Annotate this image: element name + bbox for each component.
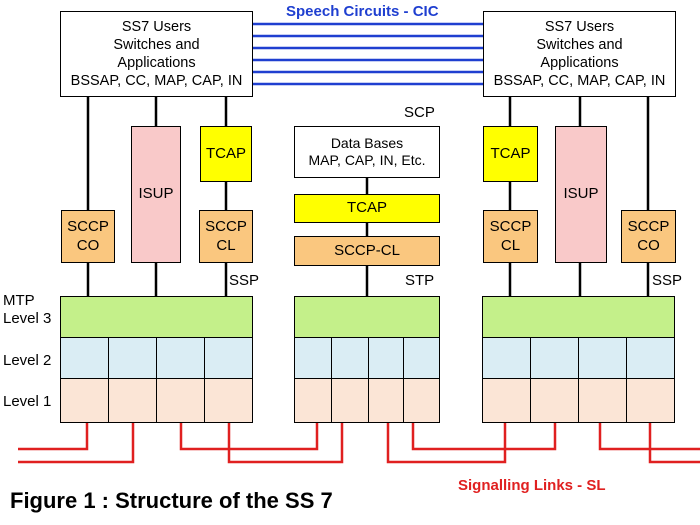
left-sccp-cl-box: SCCP CL — [199, 210, 253, 263]
level2-label: Level 2 — [3, 352, 52, 369]
vertical-connectors — [86, 97, 650, 296]
right-mtp-level2-cell — [482, 337, 532, 380]
center-sccp-cl-box: SCCP-CL — [294, 236, 440, 266]
center-mtp-level2-cell — [331, 337, 370, 380]
speech-circuit-lines — [252, 22, 483, 86]
center-tcap-box: TCAP — [294, 194, 440, 223]
left-mtp-level1-cell — [108, 378, 158, 423]
left-ss7-users-box: SS7 Users Switches and Applications BSSA… — [60, 11, 253, 97]
left-mtp-level1-cell — [204, 378, 253, 423]
right-mtp-level1-cell — [530, 378, 580, 423]
right-sccp-co-box: SCCP CO — [621, 210, 676, 263]
left-mtp-level3 — [60, 296, 253, 339]
right-sccp-cl-box: SCCP CL — [483, 210, 538, 263]
left-mtp-level1-cell — [60, 378, 110, 423]
right-ss7-users-box: SS7 Users Switches and Applications BSSA… — [483, 11, 676, 97]
right-ssp-label: SSP — [652, 272, 683, 289]
scp-label: SCP — [404, 104, 435, 121]
left-mtp-level2-cell — [108, 337, 158, 380]
left-mtp-level2-cell — [60, 337, 110, 380]
level1-label: Level 1 — [3, 393, 52, 410]
center-mtp-level1-cell — [403, 378, 440, 423]
databases-box: Data Bases MAP, CAP, IN, Etc. — [294, 126, 440, 178]
center-mtp-level2-cell — [403, 337, 440, 380]
left-tcap-box: TCAP — [200, 126, 252, 182]
right-mtp-level1-cell — [578, 378, 628, 423]
center-mtp-level1-cell — [331, 378, 370, 423]
right-mtp-level2-cell — [626, 337, 675, 380]
center-mtp-level2-cell — [368, 337, 405, 380]
right-mtp-level2-cell — [578, 337, 628, 380]
left-isup-box: ISUP — [131, 126, 181, 263]
right-mtp-level2-cell — [530, 337, 580, 380]
left-sccp-co-box: SCCP CO — [61, 210, 115, 263]
center-mtp-level1-cell — [294, 378, 333, 423]
right-mtp-level1-cell — [626, 378, 675, 423]
mtp-level3-label: MTP Level 3 — [3, 292, 52, 327]
left-ssp-label: SSP — [229, 272, 260, 289]
center-mtp-level2-cell — [294, 337, 333, 380]
signalling-links-label: Signalling Links - SL — [458, 477, 606, 494]
left-mtp-level1-cell — [156, 378, 206, 423]
speech-circuits-label: Speech Circuits - CIC — [286, 3, 439, 20]
left-mtp-level2-cell — [156, 337, 206, 380]
stp-label: STP — [405, 272, 435, 289]
right-tcap-box: TCAP — [483, 126, 538, 182]
signalling-link-lines — [18, 423, 700, 464]
figure-caption: Figure 1 : Structure of the SS 7 — [10, 488, 333, 513]
right-isup-box: ISUP — [555, 126, 607, 263]
right-mtp-level1-cell — [482, 378, 532, 423]
center-mtp-level1-cell — [368, 378, 405, 423]
left-mtp-level2-cell — [204, 337, 253, 380]
center-mtp-level3 — [294, 296, 440, 339]
right-mtp-level3 — [482, 296, 675, 339]
